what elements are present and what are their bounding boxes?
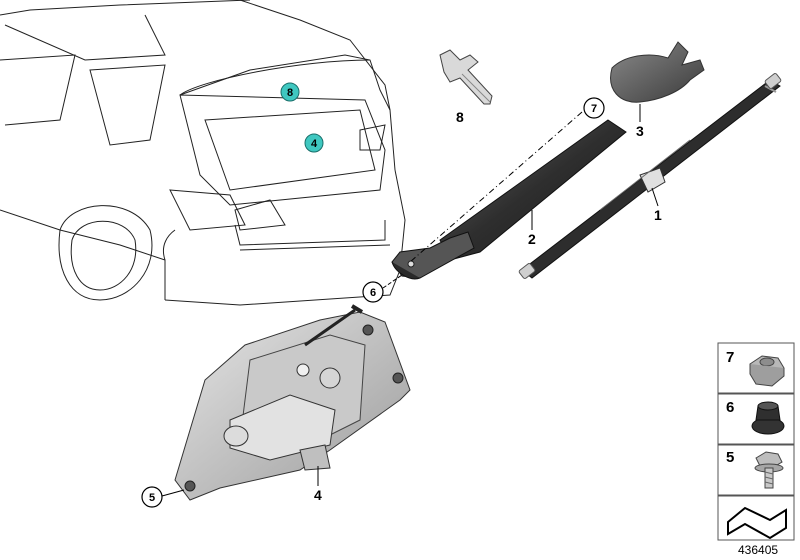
marker-8-label: 8 — [287, 87, 293, 99]
part-label-4: 4 — [314, 487, 322, 503]
marker-4-label: 4 — [311, 138, 318, 150]
callout-6-label: 6 — [370, 287, 376, 299]
wiper-blade-part[interactable] — [518, 73, 782, 279]
callout-5-label: 5 — [149, 492, 155, 504]
part-label-2: 2 — [528, 231, 536, 247]
callout-7-label: 7 — [591, 103, 597, 115]
hardware-label-5: 5 — [726, 449, 734, 466]
part-label-1: 1 — [654, 207, 662, 223]
vehicle-outline — [0, 0, 406, 306]
diagram-id: 436405 — [738, 543, 778, 557]
hardware-item-icon[interactable] — [727, 506, 787, 540]
hardware-label-7: 7 — [726, 349, 734, 366]
hardware-label-6: 6 — [726, 399, 734, 416]
part-label-3: 3 — [636, 123, 644, 139]
part-label-8: 8 — [456, 109, 464, 125]
callout-7-circle[interactable]: 7 — [583, 97, 605, 119]
marker-8-teal[interactable]: 8 — [280, 82, 300, 102]
callout-6-circle[interactable]: 6 — [362, 281, 384, 303]
marker-4-teal[interactable]: 4 — [304, 133, 324, 153]
washer-nozzle-part[interactable] — [439, 49, 493, 105]
wiper-arm-part[interactable] — [391, 119, 627, 280]
cover-cap-part[interactable] — [610, 41, 705, 103]
callout-5-circle[interactable]: 5 — [141, 486, 163, 508]
hardware-item-hex-nut[interactable]: 7 — [726, 349, 785, 387]
hardware-item-hex-bolt[interactable]: 5 — [726, 449, 784, 489]
hardware-item-grommet[interactable]: 6 — [726, 399, 785, 435]
wiper-motor-part[interactable] — [174, 304, 411, 501]
